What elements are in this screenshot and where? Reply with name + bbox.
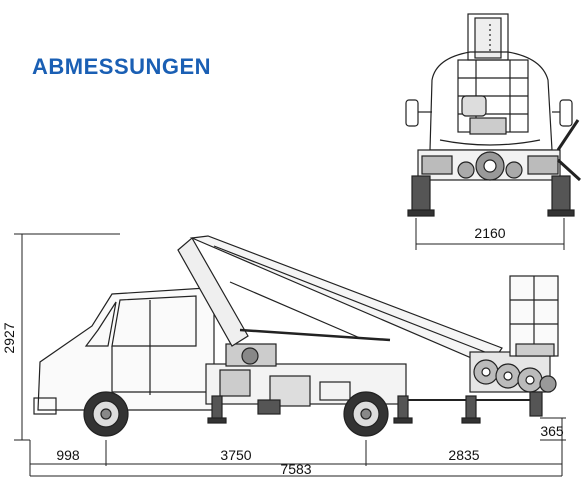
front-view-drawing — [405, 13, 582, 217]
wheelbase-label: 3750 — [220, 447, 251, 463]
front-width-label: 2160 — [474, 225, 505, 241]
height-label: 2927 — [1, 322, 17, 353]
length-dimensions — [29, 417, 566, 477]
front-overhang-label: 998 — [56, 447, 80, 463]
total-length-label: 7583 — [280, 461, 311, 477]
page-title: ABMESSUNGEN — [32, 54, 212, 79]
front-wheel — [83, 391, 129, 437]
rear-wheel — [343, 391, 389, 437]
rear-overhang-label: 2835 — [448, 447, 479, 463]
height-dimension — [14, 233, 120, 441]
front-width-dimension — [415, 218, 565, 250]
outrigger-height-label: 365 — [540, 423, 564, 439]
